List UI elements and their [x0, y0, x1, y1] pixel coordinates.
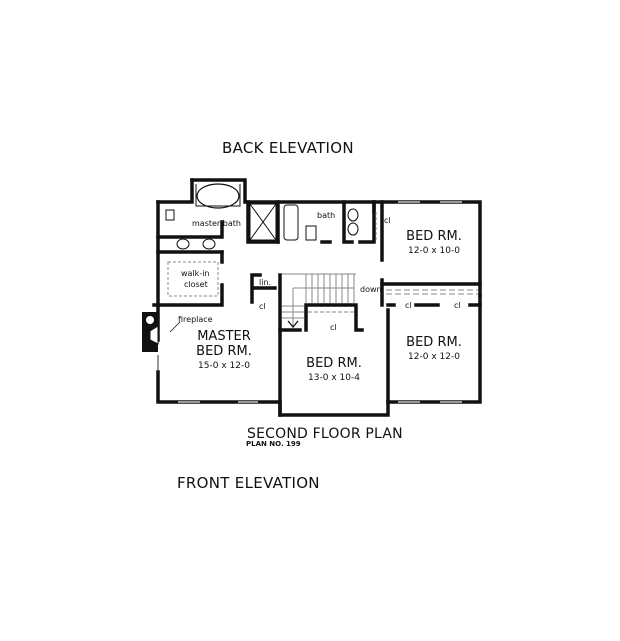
- plan-title: SECOND FLOOR PLAN: [247, 426, 403, 442]
- room-dimensions: 15-0 x 12-0: [198, 361, 250, 371]
- closet-label: cl: [330, 323, 337, 332]
- plan-number: PLAN NO. 199: [246, 440, 301, 448]
- room-bed-back-right: BED RM. 12-0 x 10-0: [398, 229, 470, 259]
- room-name: BED RM.: [306, 356, 362, 371]
- room-bed-front-right: BED RM. 12-0 x 12-0: [398, 335, 470, 365]
- walk-in-label: walk-in: [181, 269, 210, 278]
- closet-label: cl: [405, 301, 412, 310]
- closet-label: cl: [384, 216, 391, 225]
- closet-label: cl: [454, 301, 461, 310]
- room-name: BED RM.: [196, 344, 252, 359]
- room-bed-front-center: BED RM. 13-0 x 10-4: [292, 356, 376, 386]
- closet-label: cl: [259, 302, 266, 311]
- room-dimensions: 12-0 x 12-0: [408, 352, 460, 362]
- room-master-bed: MASTER BED RM. 15-0 x 12-0: [184, 329, 264, 374]
- closet-label: closet: [184, 280, 208, 289]
- room-name: MASTER: [197, 329, 251, 344]
- bath-label: bath: [317, 211, 336, 220]
- room-dimensions: 12-0 x 10-0: [408, 246, 460, 256]
- back-elevation-label: BACK ELEVATION: [222, 139, 354, 157]
- master-bath-label: master bath: [192, 219, 241, 228]
- room-dimensions: 13-0 x 10-4: [308, 373, 360, 383]
- room-name: BED RM.: [406, 335, 462, 350]
- room-name: BED RM.: [406, 229, 462, 244]
- linen-label: lin.: [259, 278, 272, 287]
- stairs-down-label: down: [360, 285, 382, 294]
- front-elevation-label: FRONT ELEVATION: [177, 474, 320, 492]
- fireplace-label: fireplace: [178, 315, 213, 324]
